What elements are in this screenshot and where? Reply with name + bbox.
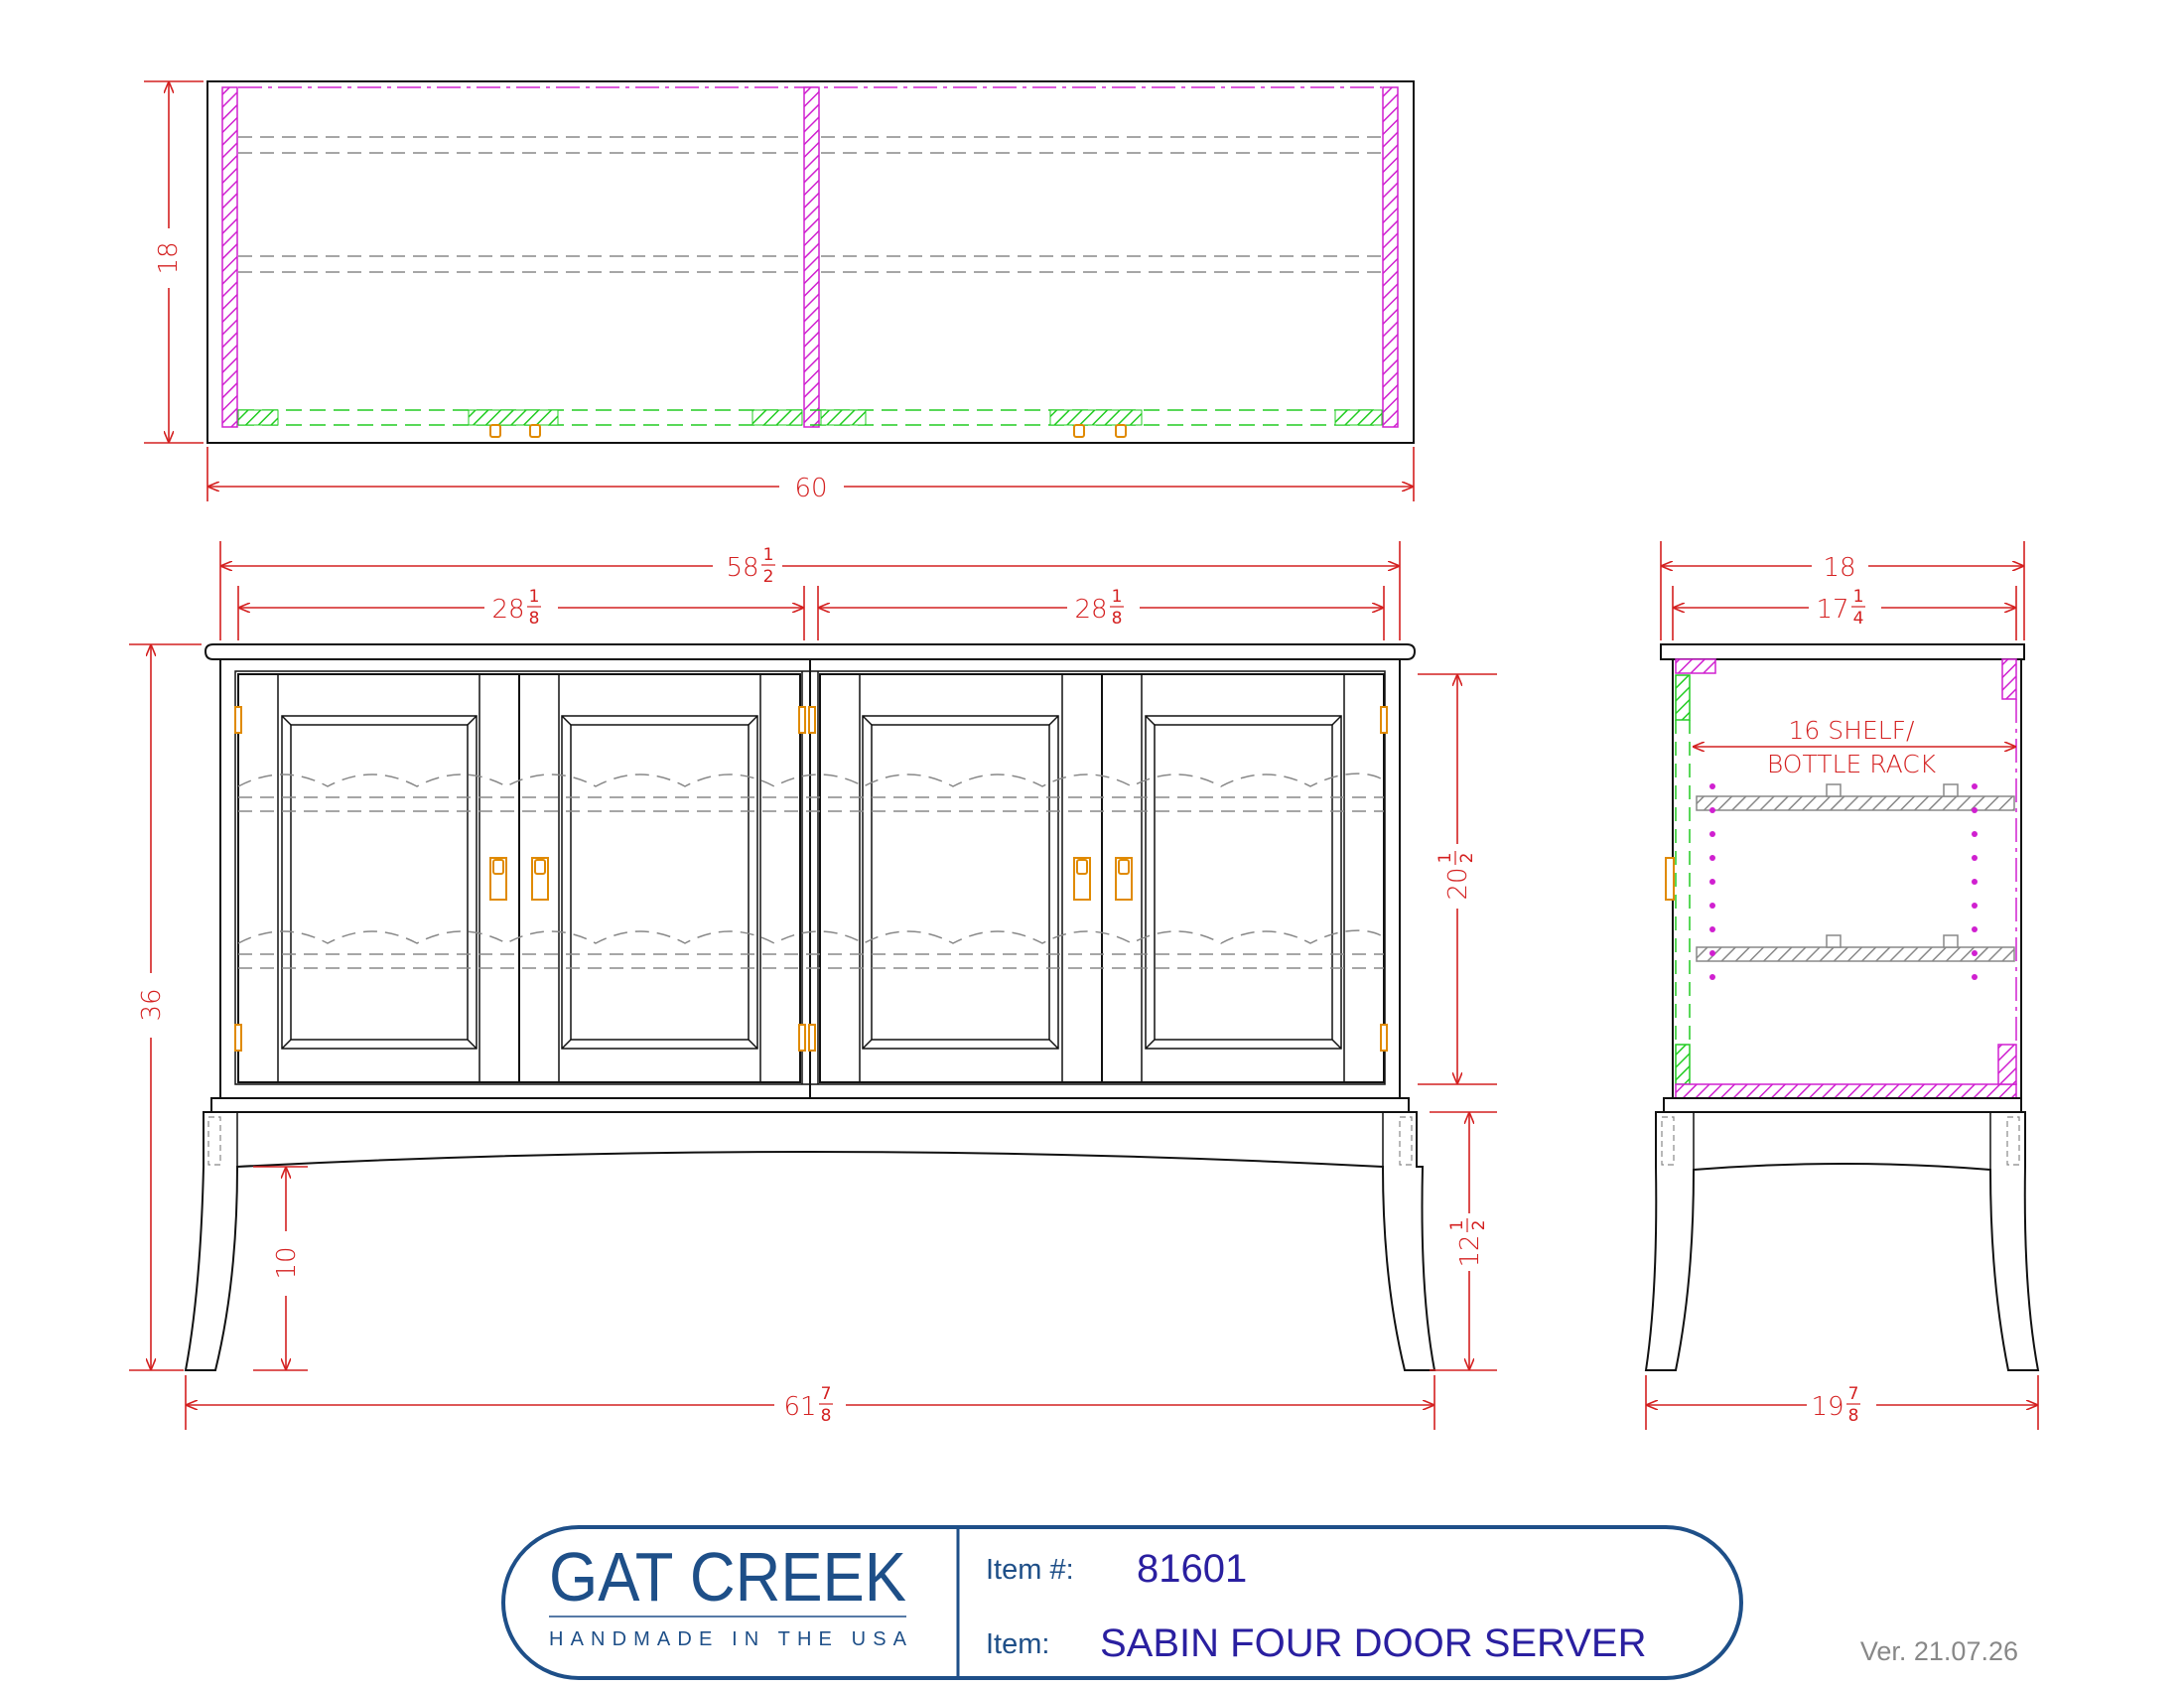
front-hinges	[234, 706, 1388, 1052]
svg-text:2: 2	[763, 567, 774, 587]
svg-text:28: 28	[1074, 595, 1107, 625]
svg-text:2: 2	[1469, 1220, 1489, 1231]
door-4	[1101, 673, 1385, 1083]
svg-text:7: 7	[1848, 1384, 1859, 1404]
dim-front-door-pair-left: 28 1 8	[491, 587, 541, 629]
svg-text:12: 12	[1455, 1234, 1485, 1267]
dim-side-case-depth: 17 1 4	[1816, 587, 1865, 629]
dim-top-width: 60	[794, 474, 827, 503]
dim-top-height: 18	[154, 241, 184, 274]
version-label: Ver. 21.07.26	[1860, 1636, 2018, 1666]
door-2	[518, 673, 801, 1083]
side-top-slab	[1660, 643, 2025, 660]
item-name-value: SABIN FOUR DOOR SERVER	[1100, 1621, 1646, 1665]
side-face-frame-bottom	[1675, 1044, 1691, 1085]
svg-text:58: 58	[726, 553, 758, 583]
side-apron-and-legs	[1644, 1111, 2040, 1371]
side-top-rail-back	[2001, 658, 2017, 700]
top-door-pulls	[489, 424, 1127, 438]
dimensions	[129, 80, 2039, 1430]
top-face-frame	[237, 409, 1383, 426]
svg-text:4: 4	[1853, 609, 1864, 629]
svg-text:8: 8	[529, 609, 540, 629]
svg-text:19: 19	[1811, 1392, 1843, 1422]
side-shelf-lower	[1696, 946, 2015, 962]
title-block-frame	[501, 1525, 1743, 1680]
item-label: Item:	[986, 1628, 1049, 1660]
side-base-molding	[1663, 1097, 2022, 1113]
front-doors	[237, 673, 1385, 1083]
svg-text:20: 20	[1443, 867, 1473, 900]
svg-text:28: 28	[491, 595, 524, 625]
top-right-side-panel	[1382, 86, 1399, 428]
side-view	[1644, 643, 2040, 1371]
dim-front-door-pair-right: 28 1 8	[1074, 587, 1124, 629]
dim-side-top-depth: 18	[1823, 553, 1855, 583]
side-back-corner-block	[1997, 1044, 2017, 1085]
svg-text:1: 1	[1447, 1220, 1467, 1231]
dim-front-upper-width: 58 1 2	[726, 545, 775, 587]
top-view-outline	[206, 80, 1415, 444]
svg-text:1: 1	[1853, 587, 1864, 607]
item-number-label: Item #:	[986, 1554, 1074, 1586]
dimension-labels: 18 60 58 1 2 28 1 8 28 1 8 36 10 20 1 2	[137, 241, 1937, 1426]
svg-text:7: 7	[821, 1384, 832, 1404]
front-base-molding	[210, 1097, 1410, 1113]
dim-front-case-height: 20 1 2	[1435, 851, 1477, 901]
top-left-side-panel	[221, 86, 238, 428]
front-view	[184, 643, 1436, 1371]
front-apron-and-legs	[184, 1111, 1436, 1371]
side-shelf-upper	[1696, 795, 2015, 811]
svg-text:1: 1	[1435, 853, 1455, 864]
svg-text:1: 1	[1112, 587, 1123, 607]
shelf-note-line1: 16 SHELF/	[1789, 716, 1916, 745]
top-view	[206, 80, 1415, 444]
front-door-panels	[281, 715, 1342, 1050]
brand-logo: GAT CREEK	[549, 1538, 906, 1616]
top-shelves-hidden	[238, 136, 1382, 273]
title-block: GAT CREEK HANDMADE IN THE USA Item #: 81…	[501, 1525, 1743, 1680]
side-shelf-pin-holes	[1709, 783, 1978, 980]
front-shelves-hidden	[237, 773, 1385, 969]
dim-front-height: 36	[137, 988, 167, 1021]
dim-front-leg-height: 12 1 2	[1447, 1218, 1489, 1268]
svg-text:61: 61	[783, 1392, 816, 1422]
svg-text:1: 1	[763, 545, 774, 565]
dim-front-apron-clearance: 10	[272, 1246, 302, 1279]
svg-text:8: 8	[1112, 609, 1123, 629]
front-leg-joinery-hidden	[207, 1116, 1413, 1166]
dim-front-overall-width: 61 7 8	[783, 1384, 833, 1426]
svg-text:2: 2	[1457, 853, 1477, 864]
side-face-frame-top	[1675, 674, 1691, 721]
item-number-value: 81601	[1137, 1547, 1247, 1591]
front-door-pulls	[489, 857, 1133, 901]
side-bottom-panel	[1675, 1083, 2017, 1099]
front-top-slab	[204, 643, 1417, 660]
top-center-divider	[803, 86, 820, 428]
svg-text:1: 1	[529, 587, 540, 607]
side-shelf-supports	[1826, 783, 1959, 948]
shelf-note-line2: BOTTLE RACK	[1767, 750, 1937, 778]
svg-text:8: 8	[1848, 1406, 1859, 1426]
side-top-rail-front	[1675, 658, 1716, 674]
svg-text:17: 17	[1816, 595, 1848, 625]
svg-text:8: 8	[821, 1406, 832, 1426]
dim-side-overall-depth: 19 7 8	[1811, 1384, 1860, 1426]
side-door-pull	[1665, 857, 1675, 901]
